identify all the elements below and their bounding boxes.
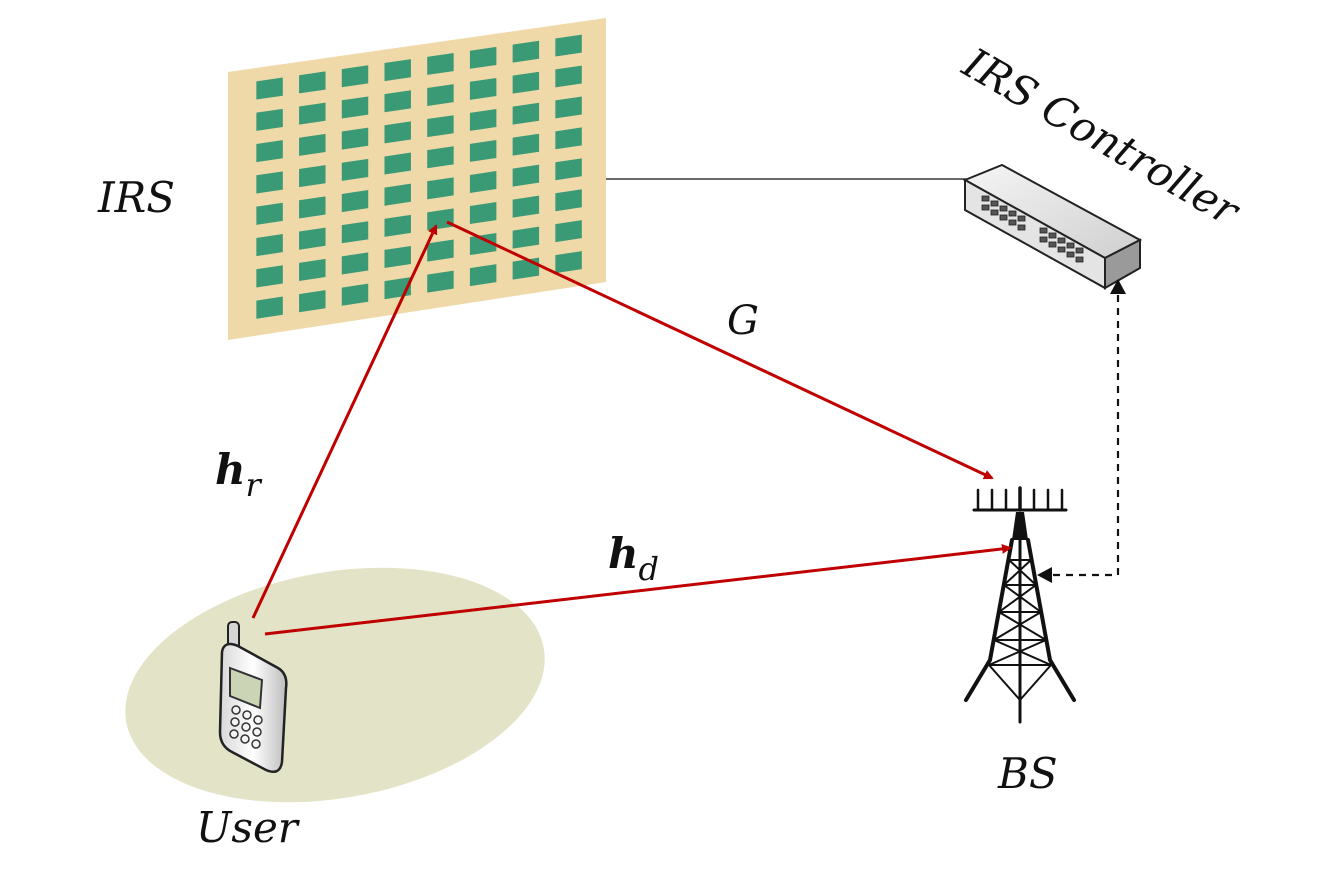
irs-element xyxy=(341,190,369,213)
irs-element xyxy=(469,233,497,256)
irs-element xyxy=(256,265,283,288)
irs-panel xyxy=(228,18,606,340)
irs-element xyxy=(512,133,540,156)
irs-element xyxy=(512,71,540,94)
network-switch-icon xyxy=(962,163,1143,290)
bs-label: BS xyxy=(997,749,1058,798)
irs-element xyxy=(299,290,326,313)
irs-element xyxy=(469,202,497,225)
irs-element xyxy=(427,84,454,107)
g-channel-label: G xyxy=(727,298,759,344)
irs-element xyxy=(469,264,497,287)
hd-main: h xyxy=(608,529,639,578)
control-signal-link xyxy=(1040,282,1120,577)
hr-channel-label: hr xyxy=(215,445,263,504)
irs-element xyxy=(469,108,497,131)
irs-element xyxy=(555,34,582,57)
hd-channel-label: hd xyxy=(608,529,659,588)
irs-element xyxy=(256,140,283,163)
irs-element xyxy=(256,77,283,100)
irs-element xyxy=(341,221,369,244)
irs-element xyxy=(384,121,411,144)
irs-element xyxy=(555,189,582,212)
user-coverage-area xyxy=(125,567,545,803)
hr-subscript: r xyxy=(246,466,263,504)
irs-element xyxy=(427,115,454,138)
irs-element xyxy=(384,59,411,82)
reflecting-surface-icon xyxy=(228,18,606,340)
irs-element xyxy=(341,96,369,119)
irs-element xyxy=(555,127,582,150)
irs-element xyxy=(341,158,369,181)
irs-element xyxy=(384,183,411,206)
irs-element xyxy=(427,53,454,75)
channel-hr-arrow xyxy=(251,224,438,619)
irs-element xyxy=(469,46,497,69)
mobile-phone-icon xyxy=(218,621,288,773)
irs-element xyxy=(555,65,582,88)
irs-element xyxy=(512,195,540,218)
irs-element xyxy=(384,245,411,269)
irs-element xyxy=(256,296,283,319)
irs-element xyxy=(427,177,454,200)
irs-element xyxy=(512,164,540,187)
irs-element xyxy=(256,108,283,131)
channel-g-arrow xyxy=(446,220,994,480)
cell-tower-icon xyxy=(964,486,1076,724)
channel-hd-arrow xyxy=(264,543,1012,636)
user-label: User xyxy=(196,803,301,852)
irs-element xyxy=(427,239,454,262)
irs-element xyxy=(299,196,326,219)
irs-element xyxy=(299,102,326,125)
irs-element xyxy=(256,233,283,257)
irs-element xyxy=(555,251,582,274)
hd-subscript: d xyxy=(639,550,659,588)
irs-element xyxy=(341,283,369,306)
irs-element xyxy=(469,77,497,100)
irs-element xyxy=(555,220,582,243)
irs-element xyxy=(341,252,369,275)
irs-element xyxy=(384,214,411,237)
irs-element xyxy=(427,270,454,293)
irs-element xyxy=(427,146,454,169)
irs-element xyxy=(299,133,326,156)
irs-element xyxy=(299,258,326,281)
irs-element xyxy=(299,227,326,250)
irs-label: IRS xyxy=(97,173,175,222)
irs-element xyxy=(299,71,326,94)
irs-element xyxy=(555,96,582,119)
irs-element xyxy=(341,65,369,88)
irs-element xyxy=(555,158,582,181)
irs-element xyxy=(341,127,369,150)
hr-main: h xyxy=(215,445,246,494)
control-arrowhead-up xyxy=(1110,279,1126,294)
irs-element xyxy=(384,152,411,175)
irs-element xyxy=(384,90,411,113)
irs-element xyxy=(512,102,540,125)
irs-element xyxy=(256,202,283,225)
irs-element xyxy=(512,40,540,63)
irs-element xyxy=(469,171,497,193)
irs-element xyxy=(512,226,540,249)
irs-element xyxy=(469,139,497,162)
irs-element xyxy=(256,171,283,194)
irs-element xyxy=(299,165,326,188)
control-arrowhead-left xyxy=(1037,567,1052,583)
